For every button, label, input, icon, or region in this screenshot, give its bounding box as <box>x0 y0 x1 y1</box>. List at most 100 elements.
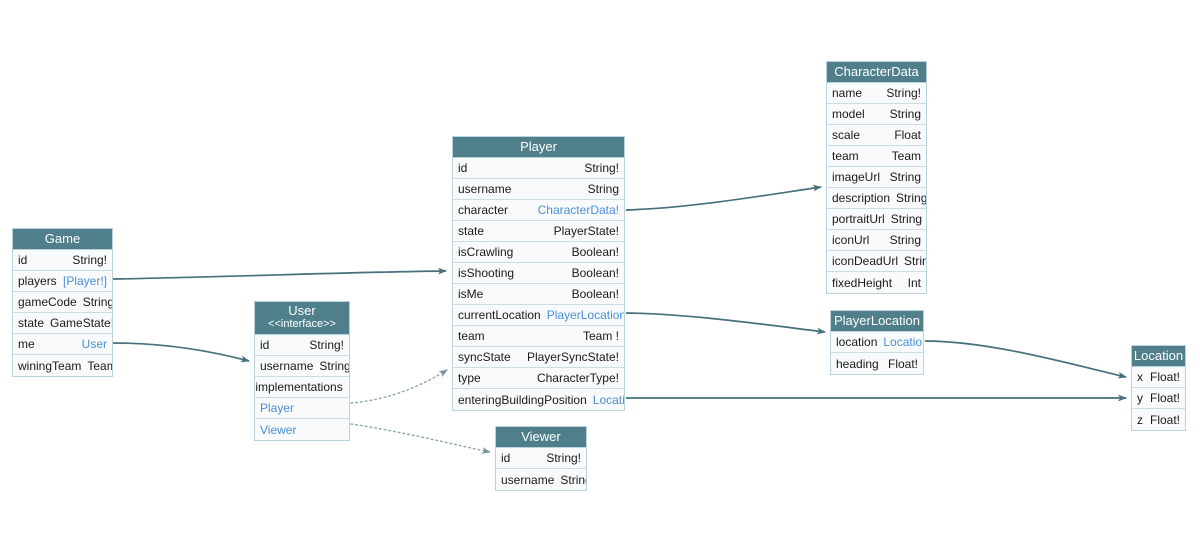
field-type: PlayerLocation! <box>546 308 624 322</box>
field-row: y Float! <box>1132 388 1185 409</box>
field-row: iconDeadUrl String <box>827 251 926 272</box>
field-type: Int <box>907 275 921 290</box>
field-type: CharacterType! <box>536 371 619 385</box>
field-row: description String <box>827 188 926 209</box>
entity-title: PlayerLocation <box>834 313 920 328</box>
field-type: User <box>81 337 107 351</box>
field-name: description <box>832 191 891 205</box>
field-type: Float! <box>1149 412 1180 427</box>
field-type: PlayerState! <box>553 224 619 238</box>
entity-header-player: Player <box>453 137 624 158</box>
field-row: iconUrl String <box>827 230 926 251</box>
field-type: String <box>889 107 921 121</box>
field-type: String! <box>309 338 344 352</box>
field-row: fixedHeight Int <box>827 272 926 293</box>
entity-title: User <box>288 303 316 318</box>
field-type: Team ! <box>582 329 619 343</box>
field-name: portraitUrl <box>832 212 885 226</box>
field-type: String! <box>886 86 921 100</box>
field-type: Boolean! <box>571 245 619 259</box>
entity-playerlocation[interactable]: PlayerLocation location Location! heading Fl… <box>830 310 924 375</box>
field-name: winingTeam <box>18 358 82 373</box>
edge-game-me-to-user <box>112 342 250 363</box>
field-row: implementations <box>255 377 349 398</box>
field-name: fixedHeight <box>832 275 893 290</box>
field-type: Location! <box>883 335 923 349</box>
field-type: String <box>319 359 349 373</box>
entity-header-characterdata: CharacterData <box>827 62 926 83</box>
field-name: iconUrl <box>832 233 870 247</box>
field-name: scale <box>832 128 861 142</box>
field-type: String <box>896 191 926 205</box>
entity-title: CharacterData <box>834 64 919 79</box>
field-name: id <box>18 253 28 267</box>
field-name: team <box>832 149 859 163</box>
field-type: Float! <box>1149 370 1180 384</box>
field-type: Float! <box>887 356 918 371</box>
entity-header-playerlocation: PlayerLocation <box>831 311 923 332</box>
field-row: state GameState! <box>13 313 112 334</box>
field-row: heading Float! <box>831 353 923 374</box>
field-type: String! <box>82 295 112 309</box>
entity-title: Player <box>520 139 557 154</box>
field-type: String <box>904 254 926 268</box>
field-name: y <box>1137 391 1143 405</box>
field-type: Location <box>592 392 624 407</box>
implementation-link-row[interactable]: Viewer <box>255 419 349 440</box>
field-type: PlayerSyncState! <box>526 350 619 364</box>
field-row: enteringBuildingPosition Location <box>453 389 624 410</box>
field-name: model <box>832 107 865 121</box>
edge-user-player-implementation <box>350 369 448 404</box>
field-name: Player <box>260 401 295 415</box>
entity-header-viewer: Viewer <box>496 427 586 448</box>
field-type: String <box>889 233 921 247</box>
entity-header-user: User<<interface>> <box>255 302 349 335</box>
field-type: Team <box>87 358 112 373</box>
field-name: gameCode <box>18 295 77 309</box>
field-row: location Location! <box>831 332 923 353</box>
entity-title: Location <box>1133 348 1184 363</box>
implementation-link-row[interactable]: Player <box>255 398 349 419</box>
field-name: type <box>458 371 481 385</box>
field-type: GameState! <box>50 316 112 330</box>
field-row: team Team ! <box>453 326 624 347</box>
field-name: heading <box>836 356 879 371</box>
field-name: id <box>501 451 511 465</box>
field-name: name <box>832 86 863 100</box>
field-type: Float! <box>1149 391 1180 405</box>
field-name: location <box>836 335 878 349</box>
field-name: character <box>458 203 509 217</box>
field-name: iconDeadUrl <box>832 254 899 268</box>
entity-title: Viewer <box>521 429 561 444</box>
entity-header-location: Location <box>1132 346 1185 367</box>
field-name: state <box>18 316 45 330</box>
field-name: team <box>458 329 485 343</box>
field-type: Boolean! <box>571 266 619 280</box>
entity-stereotype: <<interface>> <box>268 318 336 330</box>
field-name: isCrawling <box>458 245 514 259</box>
field-row: gameCode String! <box>13 292 112 313</box>
field-name: enteringBuildingPosition <box>458 392 587 407</box>
field-name: imageUrl <box>832 170 881 184</box>
